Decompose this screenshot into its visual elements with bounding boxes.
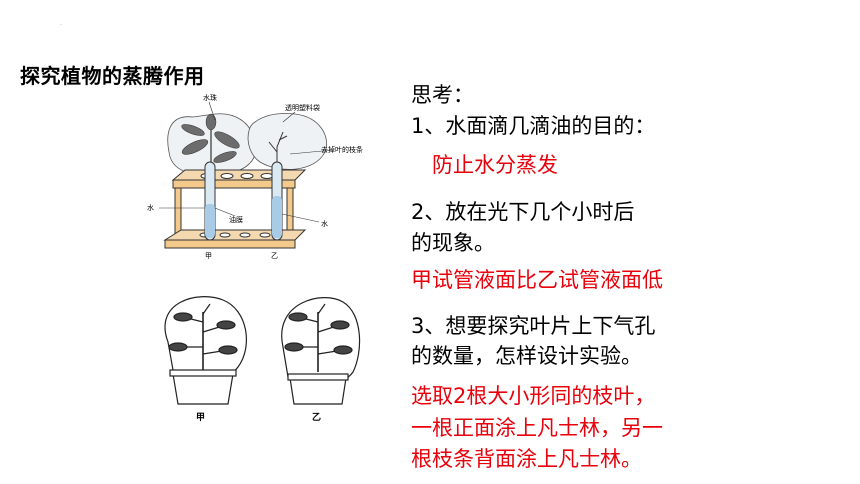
label-yi-top: 乙 bbox=[271, 252, 278, 260]
question-2-line2: 的现象。 bbox=[411, 231, 495, 255]
label-yi-bottom: 乙 bbox=[312, 412, 321, 423]
test-tube-illustration: 水珠 透明塑料袋 去掉叶的枝条 水 油膜 水 甲 乙 bbox=[147, 93, 363, 260]
label-plastic-bag: 透明塑料袋 bbox=[285, 103, 320, 112]
label-water-bead: 水珠 bbox=[203, 93, 217, 102]
answer-2: 甲试管液面比乙试管液面低 bbox=[411, 268, 663, 292]
slide-title: 探究植物的蒸腾作用 bbox=[20, 64, 205, 88]
answer-3-line1: 选取2根大小形同的枝叶， bbox=[411, 384, 656, 408]
label-jia-bottom: 甲 bbox=[196, 412, 205, 423]
question-1: 1、水面滴几滴油的目的： bbox=[411, 114, 656, 138]
label-oil-film: 油膜 bbox=[229, 215, 243, 224]
corner-dot: . bbox=[60, 20, 62, 27]
answer-1: 防止水分蒸发 bbox=[432, 153, 558, 177]
label-leafless-branch: 去掉叶的枝条 bbox=[321, 145, 363, 154]
answer-3-line2: 一根正面涂上凡士林，另一 bbox=[411, 416, 663, 440]
question-3-line2: 的数量，怎样设计实验。 bbox=[411, 344, 642, 368]
potted-plants-illustration: 甲 乙 bbox=[164, 296, 361, 423]
label-jia-top: 甲 bbox=[205, 252, 212, 260]
left-potted-plant bbox=[164, 296, 247, 405]
right-plastic-bag bbox=[247, 113, 327, 170]
answer-3-line3: 根枝条背面涂上凡士林。 bbox=[411, 447, 642, 471]
think-heading: 思考： bbox=[411, 83, 474, 107]
question-3-line1: 3、想要探究叶片上下气孔 bbox=[411, 314, 656, 338]
label-water-right: 水 bbox=[321, 219, 328, 228]
test-tubes bbox=[204, 161, 283, 241]
left-plant-leaves bbox=[181, 113, 240, 172]
label-water-left: 水 bbox=[147, 203, 154, 212]
test-tube-rack bbox=[163, 169, 307, 249]
question-2-line1: 2、放在光下几个小时后 bbox=[411, 200, 635, 224]
right-potted-plant bbox=[281, 297, 361, 405]
